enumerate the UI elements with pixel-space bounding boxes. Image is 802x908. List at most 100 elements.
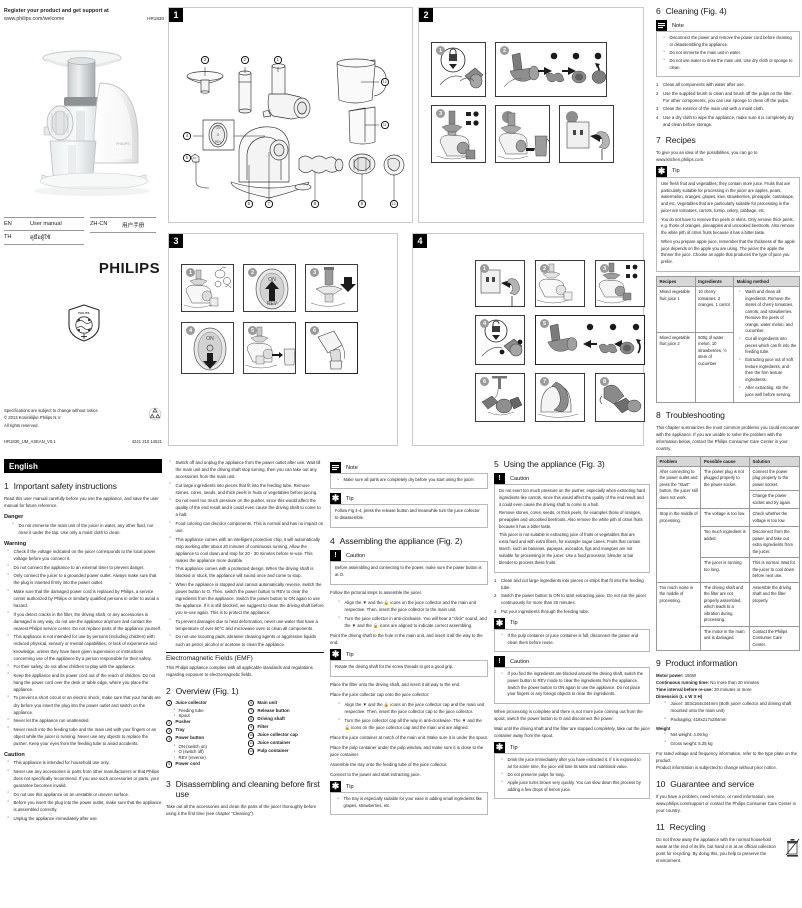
overview-label: Tray bbox=[175, 727, 185, 733]
section-heading-6: 6 Cleaning (Fig. 4) bbox=[656, 6, 800, 16]
tip-callout-5b: ✱ Tip Drink the juice immediately after … bbox=[494, 742, 650, 800]
step-number: 6 bbox=[480, 377, 489, 386]
overview-label: Pulp container bbox=[257, 748, 289, 754]
tip-icon: ✱ bbox=[330, 781, 341, 793]
recipe-name: Mixed vegetable fruit juice 2 bbox=[656, 331, 696, 403]
figure3-step-4: 4 ON bbox=[181, 322, 234, 374]
assembly-step-5: Place the pulp container under the pulp … bbox=[330, 744, 484, 758]
tip-list: If the pulp container or juice container… bbox=[499, 632, 645, 647]
caution-callout-5b: ! Caution If you find the ingredients ar… bbox=[494, 656, 650, 704]
spec-row: Dimension (L x W X H) bbox=[656, 693, 800, 700]
philips-wordmark: PHILIPS bbox=[98, 260, 160, 278]
recipes-intro: To give you an idea of the possibilities… bbox=[656, 149, 758, 162]
list-item: Only connect the juicer to a grounded po… bbox=[8, 572, 162, 586]
callout-number: 12 bbox=[248, 748, 255, 755]
section-number: 2 bbox=[166, 685, 171, 696]
problem-cell: After connecting to the power outlet and… bbox=[655, 465, 702, 510]
overview-sub: O (switch off) bbox=[166, 749, 242, 754]
callout-body: If the pulp container or juice container… bbox=[494, 628, 650, 653]
tip-callout-5a: ✱ Tip If the pulp container or juice con… bbox=[494, 617, 650, 653]
callout-header: ✱ Tip bbox=[494, 742, 650, 754]
step-number: 2 bbox=[248, 268, 257, 277]
section-title: Troubleshooting bbox=[665, 409, 725, 420]
language-name: คู่มือผู้ใช้ bbox=[30, 234, 51, 241]
table-row: The juicer is running too long. This is … bbox=[657, 557, 801, 583]
list-item: Before you insert the plug into the powe… bbox=[8, 799, 162, 813]
tip-callout-4b: ✱ Tip The tray is especially suitable fo… bbox=[330, 781, 488, 816]
table-row: Too much ingredient is added. Disconnect… bbox=[657, 526, 801, 559]
figure4-step-3: 3 bbox=[595, 260, 645, 307]
list-item: Switch the power button to ON to start e… bbox=[494, 592, 647, 606]
list-item: Use the supplied brush to clean and brus… bbox=[656, 90, 793, 103]
guarantee-text: If you have a problem, need service, or … bbox=[656, 793, 797, 813]
assembly-step-2: Place the filter onto the driving shaft,… bbox=[330, 682, 461, 688]
callout-number: 10 bbox=[248, 732, 255, 739]
callout-8: 8 bbox=[311, 200, 319, 208]
overview-item: 6 Main unit bbox=[248, 700, 324, 707]
caution-callout-5a: ! Caution Do not exert too much pressure… bbox=[494, 473, 650, 573]
step-number: 2 bbox=[500, 46, 509, 55]
callout-body: Do not exert too much pressure on the pu… bbox=[494, 484, 650, 573]
callout-number: 11 bbox=[248, 740, 255, 747]
legal-line-2: © 2013 Koninklijke Philips N.V. bbox=[4, 415, 62, 421]
spec-row: Motor power: 150W bbox=[656, 672, 800, 679]
tip-icon: ✱ bbox=[330, 493, 341, 505]
callout-header: ✱ Tip bbox=[330, 649, 488, 661]
text-column-5: 6 Cleaning (Fig. 4) Note Disconnect the … bbox=[655, 0, 801, 908]
callout-9: 9 bbox=[358, 200, 366, 208]
cause-cell: The voltage is too low. bbox=[700, 508, 750, 528]
tip-text: Use fresh fruit and vegetables; they con… bbox=[661, 180, 795, 213]
language-name: User manual bbox=[30, 221, 62, 228]
list-item: Gross weight: 5.25 kg bbox=[665, 739, 800, 747]
callout-body: Use fresh fruit and vegetables; they con… bbox=[656, 176, 800, 273]
callout-body: If you find the ingredients are blocked … bbox=[494, 667, 650, 704]
spec-label: Dimension (L x W X H) bbox=[656, 694, 703, 700]
recipe-method: Wash and clean all ingredients. Remove t… bbox=[733, 286, 800, 403]
recycling-text: Do not throw away the appliance with the… bbox=[656, 836, 776, 863]
overview-sub: REV (reverse) bbox=[166, 755, 242, 760]
section1-intro: Read this user manual carefully before y… bbox=[4, 496, 159, 509]
note-list: Make sure all parts are completely dry b… bbox=[335, 477, 483, 484]
figure2-step-3: 3 bbox=[431, 105, 486, 163]
callout-5: 5 bbox=[183, 154, 191, 162]
step-number: 3 bbox=[600, 264, 609, 273]
language-banner: English bbox=[4, 459, 162, 473]
callout-title: Tip bbox=[510, 744, 518, 751]
column-header: Ingredients bbox=[694, 276, 735, 288]
list-item: Never use any accessories or parts from … bbox=[8, 768, 162, 789]
overview-label: Juice collector bbox=[175, 699, 207, 705]
tip-callout-7: ✱ Tip Use fresh fruit and vegetables; th… bbox=[656, 165, 800, 273]
figure4-step-5: 5 bbox=[535, 315, 645, 365]
part-number: 4241 210 14521 bbox=[131, 439, 162, 445]
figure-1-canvas: ON O REV bbox=[169, 22, 412, 222]
caution-text: This juicer is not suitable in extractin… bbox=[499, 532, 641, 565]
list-item: Do not connect the appliance to an exter… bbox=[8, 563, 162, 571]
cause-cell: The power plug is not plugged properly t… bbox=[700, 465, 750, 510]
register-url[interactable]: www.philips.com/welcome bbox=[4, 16, 65, 23]
callout-header: ✱ Tip bbox=[494, 617, 650, 629]
caution-icon: ! bbox=[494, 656, 505, 668]
list-item: Clean all components with water after us… bbox=[656, 81, 745, 88]
assembly-step-3: Place the juice collector cap onto the j… bbox=[330, 692, 430, 698]
button-label-on: ON bbox=[268, 277, 276, 283]
callout-7: 7 bbox=[265, 200, 273, 208]
section-heading-9: 9 Product information bbox=[656, 658, 800, 668]
figure-2: 2 1 2 bbox=[418, 7, 644, 223]
svg-text:PHILIPS: PHILIPS bbox=[78, 311, 90, 315]
callout-header: ! Caution bbox=[330, 550, 488, 562]
callout-number: 1 bbox=[166, 699, 173, 707]
caution-icon: ! bbox=[494, 473, 505, 484]
list-item: Clean and cut large ingredients into pie… bbox=[494, 577, 644, 590]
column-header: Possible cause bbox=[700, 455, 750, 467]
list-item: Keep the appliance and its power cord ou… bbox=[8, 671, 162, 693]
svg-text:ON: ON bbox=[216, 126, 221, 130]
product-specs: Motor power: 150W Continuous running tim… bbox=[656, 672, 800, 700]
callout-header: ✱ Tip bbox=[330, 781, 488, 793]
assembly-lead: Follow the pictorial steps to assemble t… bbox=[330, 590, 422, 596]
callout-title: Note bbox=[672, 22, 684, 29]
step-number: 4 bbox=[186, 326, 195, 335]
spec-label: Motor power: bbox=[656, 673, 684, 679]
callout-number: 3 bbox=[166, 727, 173, 735]
list-item: This appliance comes with a protected de… bbox=[170, 565, 324, 579]
